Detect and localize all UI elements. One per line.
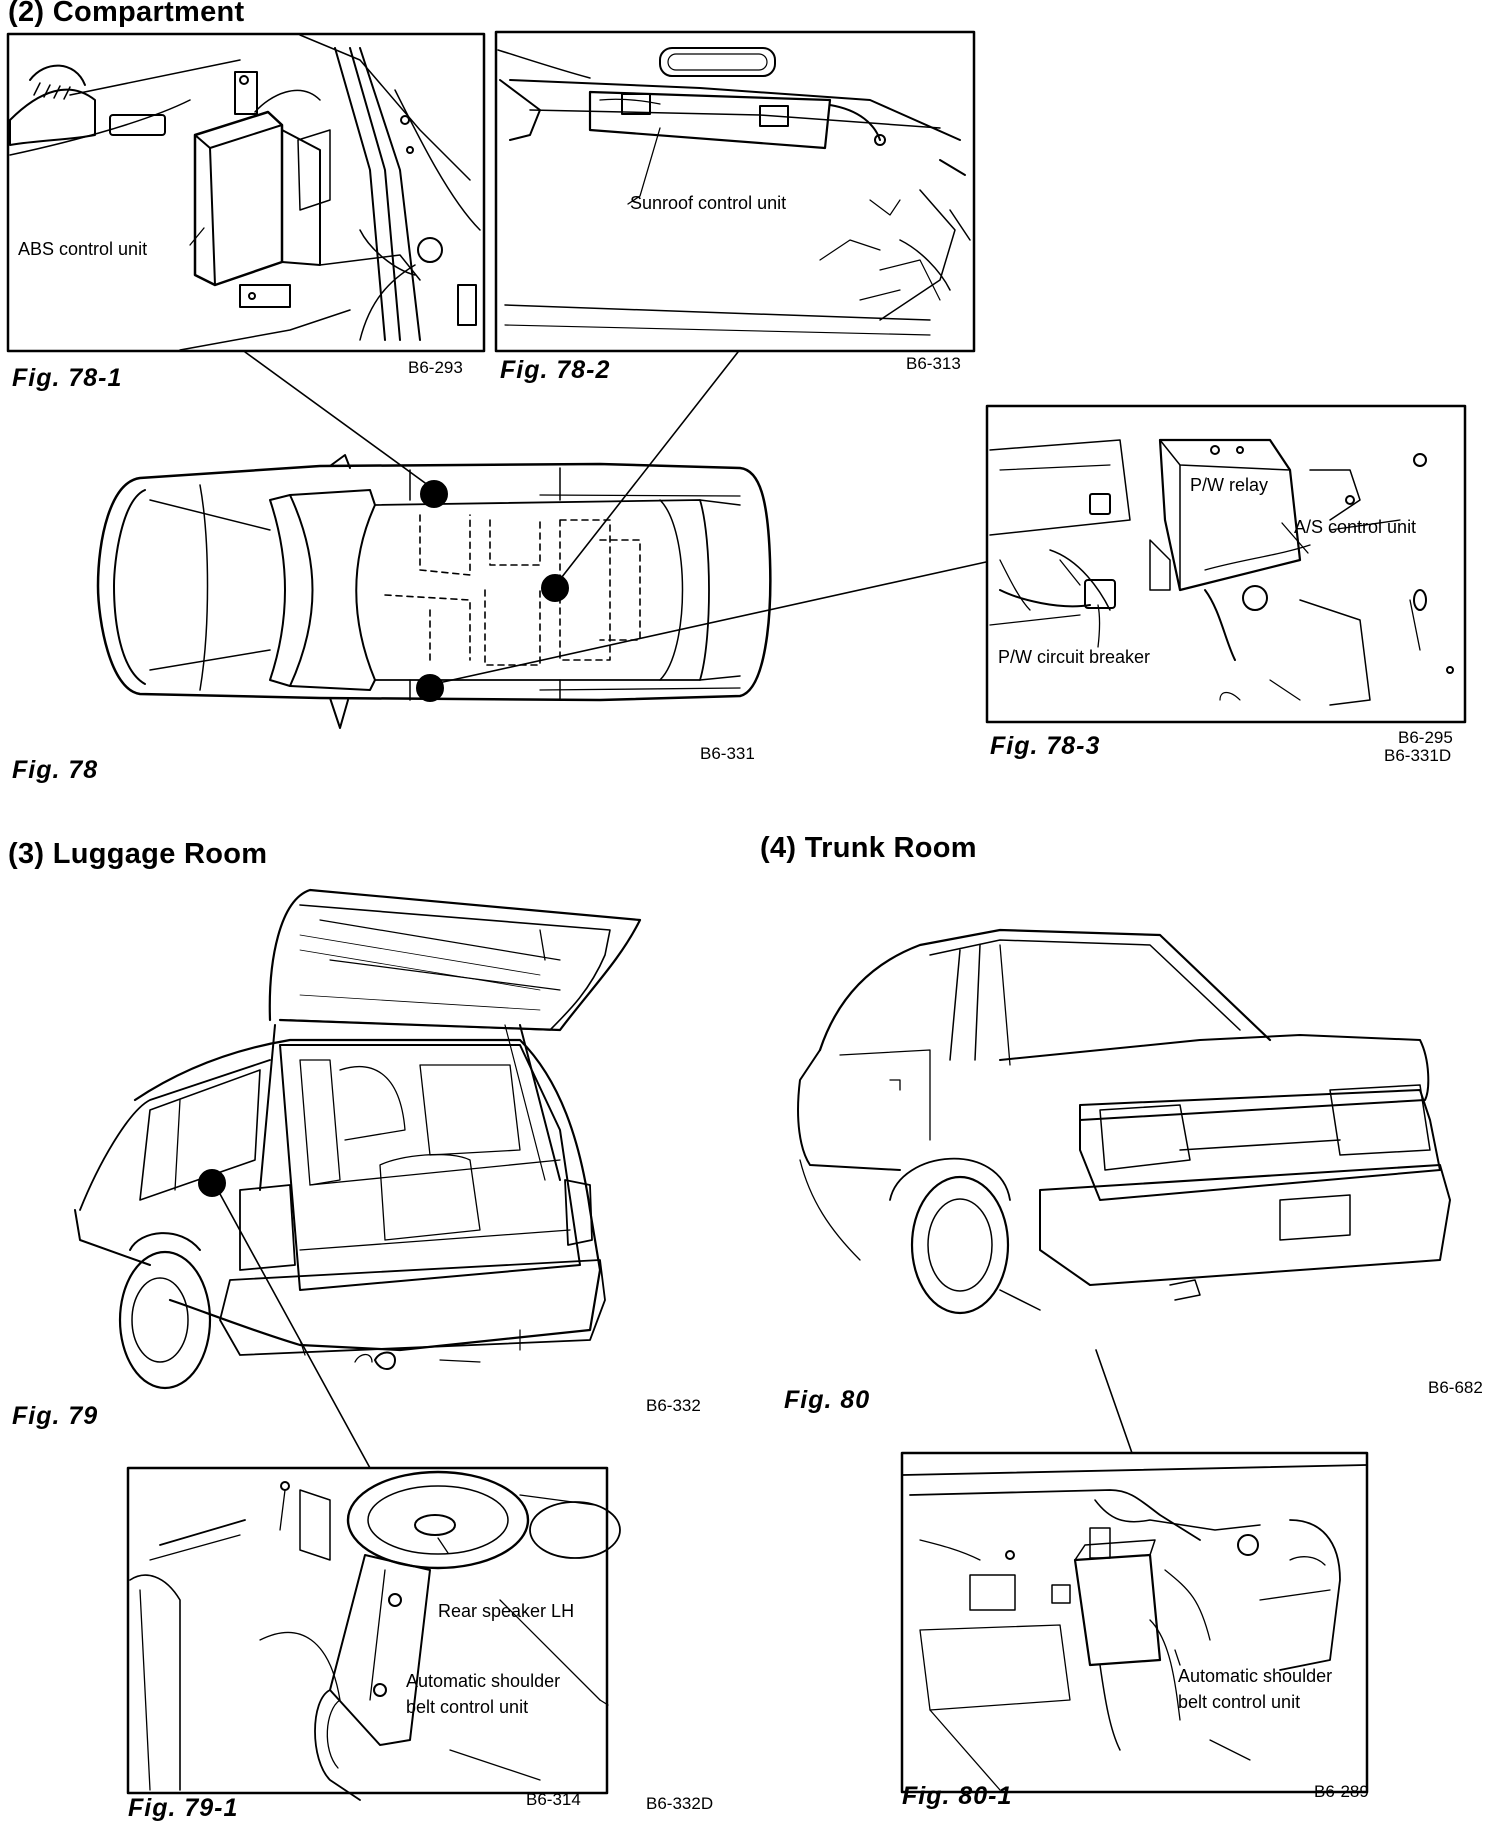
fig80-1-caption: Fig. 80-1 (902, 1782, 1013, 1810)
section-luggage-room: (3) Luggage Room (8, 838, 268, 870)
fig79-wagon-illustration (74, 888, 642, 1390)
fig78-2-caption: Fig. 78-2 (500, 356, 611, 384)
leader-as-control (433, 561, 987, 685)
fig78-1-illustration (9, 34, 481, 351)
fig80-code: B6-682 (1428, 1378, 1483, 1397)
section-trunk-room: (4) Trunk Room (760, 832, 977, 864)
fig78-1-frame (6, 32, 486, 353)
as-control-unit-callout: A/S control unit (1294, 517, 1417, 537)
as-control-leader (1281, 522, 1309, 554)
abs-control-unit-callout: ABS control unit (18, 239, 148, 259)
fig79-1-code: B6-314 (526, 1790, 581, 1809)
fig79-1-caption: Fig. 79-1 (128, 1794, 239, 1822)
fig78-2-illustration (497, 47, 971, 336)
fig78-caption: Fig. 78 (12, 756, 99, 784)
fig79-1-illustration (129, 1470, 621, 1801)
fig78-code: B6-331 (700, 744, 755, 763)
fig80-1-code: B6-289 (1314, 1782, 1369, 1801)
seatbelt-80-leader (1174, 1649, 1181, 1666)
seatbelt-80-callout-line2: belt control unit (1178, 1692, 1301, 1712)
fig78-3-code-2: B6-331D (1384, 746, 1452, 765)
seatbelt-80-callout-line1: Automatic shoulder (1178, 1666, 1333, 1686)
fig78-1-caption: Fig. 78-1 (12, 364, 123, 392)
fig78-3-code: B6-295 (1398, 728, 1453, 747)
fig79-1-frame (126, 1466, 609, 1795)
leader-abs (244, 351, 433, 489)
fig78-3-frame (985, 404, 1467, 724)
leader-sunroof (557, 351, 739, 583)
fig78-3-illustration (989, 438, 1454, 706)
breaker-leader (1097, 604, 1101, 648)
section-compartment: (2) Compartment (8, 0, 245, 28)
leader-seatbelt-79 (213, 1182, 371, 1469)
fig79-1-code-2: B6-332D (646, 1794, 714, 1813)
fig78-2-code: B6-313 (906, 354, 961, 373)
fig78-car-top-view (96, 454, 772, 729)
sunroof-control-unit-callout: Sunroof control unit (630, 193, 787, 213)
abs-leader-line (189, 227, 205, 246)
pw-circuit-breaker-callout: P/W circuit breaker (998, 647, 1151, 667)
fig79-code: B6-332 (646, 1396, 701, 1415)
seatbelt-79-callout-line1: Automatic shoulder (406, 1671, 561, 1691)
seatbelt-79-callout-line2: belt control unit (406, 1697, 529, 1717)
fig80-caption: Fig. 80 (784, 1386, 871, 1414)
pw-relay-callout: P/W relay (1190, 475, 1269, 495)
fig78-3-caption: Fig. 78-3 (990, 732, 1101, 760)
fig78-2-frame (494, 30, 976, 353)
sunroof-leader-line (627, 127, 661, 205)
fig80-1-illustration (902, 1464, 1367, 1791)
fig80-1-frame (900, 1451, 1369, 1794)
fig80-sedan-illustration (797, 928, 1451, 1315)
speaker-leader (437, 1537, 449, 1554)
leader-seatbelt-80 (1095, 1349, 1133, 1454)
fig78-1-code: B6-293 (408, 358, 463, 377)
rear-speaker-lh-callout: Rear speaker LH (438, 1601, 575, 1621)
fig79-caption: Fig. 79 (12, 1402, 99, 1430)
